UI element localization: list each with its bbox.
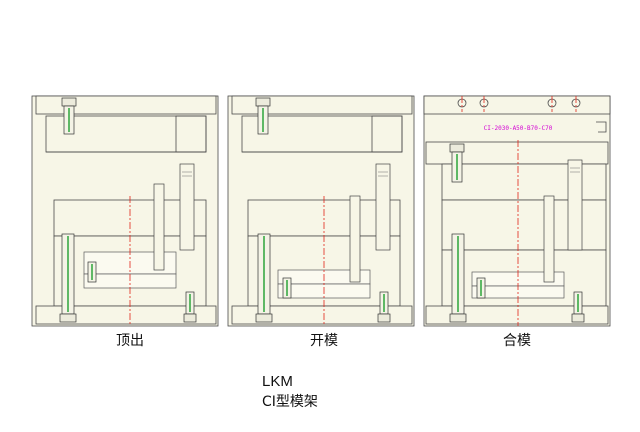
top-clamp-plate bbox=[231, 95, 413, 115]
cap-screw-icon bbox=[61, 97, 77, 135]
return-pin bbox=[153, 183, 165, 271]
return-pin bbox=[543, 195, 555, 283]
datum-corner-icon bbox=[596, 121, 607, 133]
cap-screw-icon bbox=[59, 233, 77, 323]
return-pin bbox=[349, 195, 361, 283]
cap-screw-icon bbox=[449, 233, 467, 323]
cap-screw-icon bbox=[449, 143, 465, 183]
mold-spec-label: CI-2030-A50-B70-C70 bbox=[484, 125, 553, 132]
cap-screw-icon bbox=[377, 291, 391, 323]
cap-screw-icon bbox=[183, 291, 197, 323]
locating-ring-holes bbox=[457, 96, 581, 112]
caption-brand: LKM bbox=[262, 373, 293, 390]
cap-screw-icon bbox=[255, 97, 271, 135]
top-clamp-plate bbox=[423, 95, 611, 115]
cap-screw-icon bbox=[571, 291, 585, 323]
guide-pin-icon bbox=[179, 163, 195, 251]
bottom-clamp-plate bbox=[425, 305, 609, 325]
bottom-clamp-plate bbox=[231, 305, 413, 325]
view-label-ejecting: 顶出 bbox=[116, 333, 144, 349]
cap-screw-icon bbox=[282, 277, 292, 299]
cap-screw-icon bbox=[476, 277, 486, 299]
view-ejecting bbox=[31, 95, 219, 327]
a-plate bbox=[241, 115, 403, 153]
view-label-mold-closed: 合模 bbox=[503, 333, 531, 349]
guide-pin-icon bbox=[375, 163, 391, 251]
caption-model: CI型模架 bbox=[262, 394, 318, 410]
view-mold-open bbox=[227, 95, 415, 327]
cap-screw-icon bbox=[255, 233, 273, 323]
view-label-mold-open: 开模 bbox=[310, 333, 338, 349]
bottom-clamp-plate bbox=[35, 305, 217, 325]
view-mold-closed: CI-2030-A50-B70-C70 bbox=[423, 95, 611, 327]
cap-screw-icon bbox=[87, 261, 97, 283]
guide-pin-icon bbox=[567, 159, 583, 251]
top-clamp-plate bbox=[35, 95, 217, 115]
